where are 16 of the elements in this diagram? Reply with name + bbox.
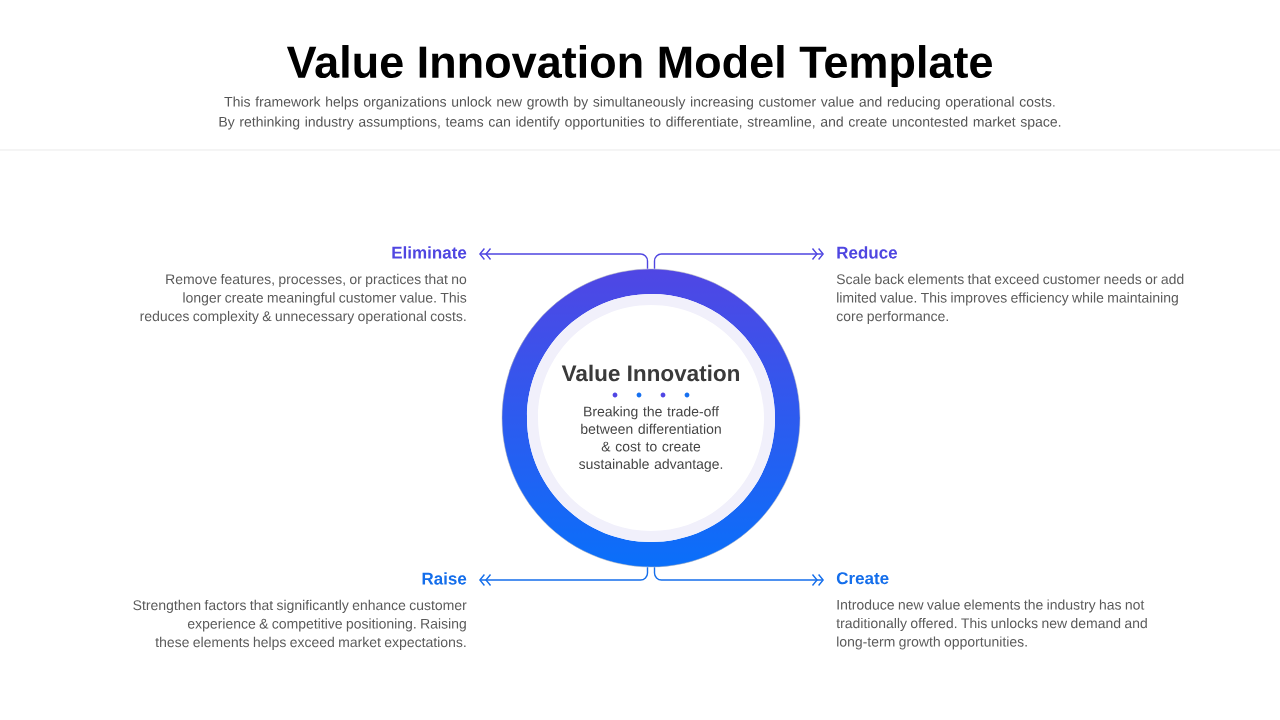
arrow (653, 247, 824, 270)
heading: Raise (422, 572, 467, 585)
heading: Value Innovation (561, 364, 739, 382)
description: Remove features, processes, or practices that no longer create meaningful customer value. This reduces complexity & unnecessary operational costs. (140, 273, 467, 324)
description: Scale back elements that exceed customer needs or add limited value. This improves efficiency while maintaining core performance. (836, 273, 1184, 324)
arrow (479, 566, 649, 587)
title: Value Innovation Model Template (286, 45, 992, 87)
description: Breaking the trade-off between differentiation & cost to create sustainable advantage. (579, 406, 723, 472)
arrow (653, 566, 824, 587)
description: Strengthen factors that significantly enhance customer experience & competitive positioning. Raising these elements helps exceed market expectations. (133, 599, 467, 650)
heading: Create (836, 572, 889, 585)
subtitle: This framework helps organizations unlock new growth by simultaneously increasing customer value and reducing operational costs. By rethinking industry assumptions, teams can identify opportunities to differentiate, streamline, and create uncontested market space. (219, 96, 1061, 130)
heading: Eliminate (392, 246, 467, 259)
description: Introduce new value elements the industry has not traditionally offered. This unlocks new demand and long-term growth opportunities. (836, 599, 1147, 650)
heading: Reduce (837, 246, 898, 259)
arrow (479, 247, 649, 270)
